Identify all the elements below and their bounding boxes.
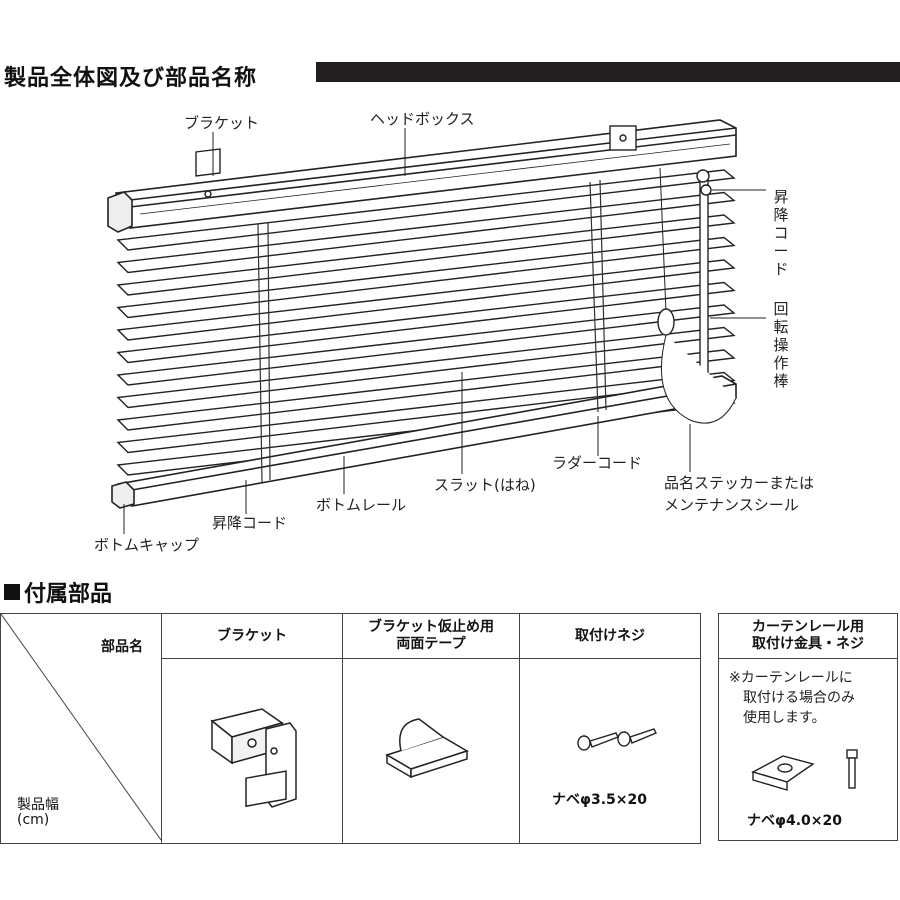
bracket-right <box>609 125 637 151</box>
screw-spec: ナベφ3.5×20 <box>552 792 647 808</box>
header-bracket: ブラケット <box>161 613 343 659</box>
title-square-icon <box>4 584 20 600</box>
label-bottom-rail: ボトムレール <box>316 496 407 514</box>
section-title-bar <box>316 62 900 82</box>
label-bottom-cap: ボトムキャップ <box>94 536 200 554</box>
curtain-rail-note: ※カーテンレールに 取付ける場合のみ 使用します。 <box>729 670 855 726</box>
corner-bottom-label-2: (cm) <box>17 812 50 828</box>
label-lift-cord-left: 昇降コード <box>212 514 288 532</box>
section-title-accessories-text: 付属部品 <box>24 582 113 607</box>
section-title-overview: 製品全体図及び部品名称 <box>4 66 258 91</box>
tape-illustration <box>385 718 469 779</box>
corner-bottom-label-1: 製品幅 <box>17 797 59 813</box>
label-tilt-wand: 回転操作棒 <box>773 300 789 390</box>
blind-diagram <box>107 119 766 534</box>
label-slat: スラット(はね) <box>434 476 536 494</box>
label-product-sticker-2: メンテナンスシール <box>664 496 799 514</box>
slat <box>116 349 736 431</box>
section-title-accessories: 付属部品 <box>4 576 112 608</box>
slat <box>116 326 736 409</box>
corner-diagonal <box>1 614 161 840</box>
header-screw: 取付けネジ <box>519 613 701 659</box>
bracket-left <box>195 148 221 198</box>
screw-illustration <box>577 728 657 751</box>
slat <box>116 281 736 364</box>
bracket-illustration <box>210 708 297 808</box>
slat <box>116 169 736 251</box>
label-headbox: ヘッドボックス <box>370 110 475 128</box>
slat <box>116 214 736 296</box>
rail-fitting-spec: ナベφ4.0×20 <box>747 813 842 829</box>
cell-screw-image: ナベφ3.5×20 <box>519 658 701 844</box>
slat <box>116 236 736 319</box>
curtain-rail-fitting-box: カーテンレール用 取付け金具・ネジ ※カーテンレールに 取付ける場合のみ 使用し… <box>718 613 898 841</box>
slat <box>116 191 736 274</box>
header-tape: ブラケット仮止め用 両面テープ <box>342 613 520 659</box>
label-product-sticker-1: 品名ステッカーまたは <box>664 474 815 492</box>
curtain-rail-header: カーテンレール用 取付け金具・ネジ <box>719 614 897 659</box>
cell-tape-image <box>342 658 520 844</box>
label-lift-cord-right: 昇降コード <box>773 188 789 278</box>
tilt-wand <box>657 167 737 424</box>
parts-table: 部品名 製品幅 (cm) ブラケット ブラケット仮止め用 両面テープ 取付けネジ <box>0 613 701 844</box>
leader-lines <box>123 128 766 534</box>
cords <box>257 179 607 483</box>
label-bracket: ブラケット <box>184 114 260 132</box>
slat <box>116 304 736 386</box>
label-ladder-cord: ラダーコード <box>552 454 643 472</box>
table-corner-cell: 部品名 製品幅 (cm) <box>0 613 162 844</box>
slat <box>116 259 736 341</box>
rail-fitting-illustration <box>751 749 858 791</box>
corner-top-label: 部品名 <box>101 639 143 655</box>
cell-bracket-image <box>161 658 343 844</box>
slat <box>116 371 736 454</box>
